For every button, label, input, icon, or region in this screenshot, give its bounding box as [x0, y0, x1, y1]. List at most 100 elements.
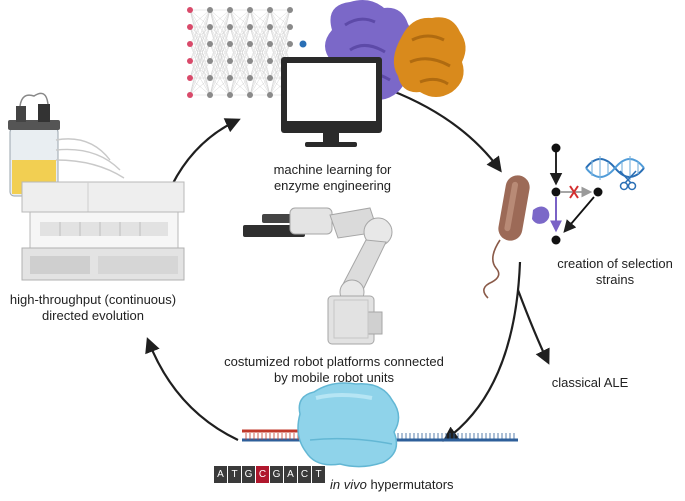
network-node [287, 24, 293, 30]
network-connection [229, 60, 251, 96]
network-node [187, 92, 193, 98]
network-node [247, 24, 253, 30]
classical-ale-label: classical ALE [540, 375, 640, 391]
network-node [247, 41, 253, 47]
network-connection [209, 26, 231, 96]
network-connection [189, 9, 211, 96]
hypermutators-label-suffix: hypermutators [366, 477, 454, 492]
cycle-arrow-ml-to-selection [389, 88, 502, 173]
network-node [267, 75, 273, 81]
network-connection [209, 9, 231, 28]
continuous-culture-vessel-icon [8, 92, 125, 197]
network-connection [189, 43, 211, 96]
dna-helix-icon [585, 156, 645, 180]
network-connection [189, 77, 211, 96]
network-node [207, 24, 213, 30]
network-connection [209, 77, 231, 96]
network-node [207, 75, 213, 81]
network-node [207, 58, 213, 64]
network-connection [229, 43, 251, 96]
network-connection [249, 9, 271, 45]
network-connection [229, 9, 251, 62]
enzyme-structure-orange-icon [393, 17, 466, 97]
dna-polymerase-icon [297, 382, 400, 468]
network-connection [249, 43, 271, 96]
dna-base: G [242, 466, 255, 483]
network-node [267, 24, 273, 30]
network-node [187, 7, 193, 13]
network-node [287, 41, 293, 47]
network-node [247, 75, 253, 81]
dna-base: G [270, 466, 283, 483]
dna-base: C [256, 466, 269, 483]
network-connection [209, 9, 231, 79]
network-connection [249, 9, 271, 28]
network-node [227, 24, 233, 30]
network-node [187, 41, 193, 47]
robot-platforms-label: costumized robot platforms connected by … [210, 354, 458, 386]
computer-monitor-icon [281, 57, 382, 147]
hypermutators-label-prefix: in vivo [330, 477, 367, 492]
network-connection [209, 60, 231, 96]
dna-base: T [228, 466, 241, 483]
network-connection [209, 9, 231, 62]
network-connection [269, 9, 291, 79]
hts-label: high-throughput (continuous) directed ev… [2, 292, 184, 324]
selection-label-line1: creation of selection [557, 256, 673, 271]
network-connection [229, 26, 251, 96]
network-node [247, 92, 253, 98]
network-connection [229, 9, 251, 96]
network-node [227, 92, 233, 98]
selection-label: creation of selection strains [552, 256, 678, 288]
dna-base: T [312, 466, 325, 483]
classical-ale-text: classical ALE [551, 375, 629, 390]
network-node [267, 7, 273, 13]
network-node [207, 92, 213, 98]
network-node [227, 7, 233, 13]
hypermutators-label: in vivo hypermutators [330, 477, 480, 493]
network-connection [229, 9, 251, 45]
robot-label-line2: by mobile robot units [274, 370, 394, 385]
network-connection [189, 9, 211, 28]
ml-label-line1: machine learning for [273, 162, 392, 177]
arrow-to-classical-ale [516, 289, 550, 365]
network-connection [269, 9, 291, 28]
network-connection [249, 77, 271, 96]
network-connection [209, 43, 231, 96]
network-connection [249, 9, 271, 62]
network-connection [189, 9, 211, 45]
network-node [227, 41, 233, 47]
network-connection [189, 26, 211, 96]
network-connection [229, 9, 251, 79]
cycle-arrow-selection-to-mutators [442, 261, 522, 442]
selection-graph-icon [549, 143, 603, 245]
bacterium-icon [483, 175, 550, 299]
neural-network-icon [187, 7, 307, 98]
hts-label-line2: directed evolution [42, 308, 144, 323]
scissors-icon [619, 170, 637, 191]
network-connection [249, 26, 271, 96]
network-node [187, 24, 193, 30]
network-node [227, 75, 233, 81]
ml-label: machine learning for enzyme engineering [250, 162, 415, 194]
network-node [287, 7, 293, 13]
ml-label-line2: enzyme engineering [273, 178, 392, 193]
network-node [187, 75, 193, 81]
network-connection [209, 9, 231, 45]
network-node [187, 58, 193, 64]
network-node [247, 58, 253, 64]
network-connection [189, 60, 211, 96]
network-connection [249, 9, 271, 79]
network-connection [189, 9, 211, 62]
hts-label-line1: high-throughput (continuous) [9, 292, 177, 307]
network-connection [269, 9, 291, 45]
network-connection [229, 77, 251, 96]
network-node [247, 7, 253, 13]
dna-base: C [298, 466, 311, 483]
network-node [207, 41, 213, 47]
dna-base: A [284, 466, 297, 483]
dna-base: A [214, 466, 227, 483]
network-output-node [299, 40, 307, 48]
